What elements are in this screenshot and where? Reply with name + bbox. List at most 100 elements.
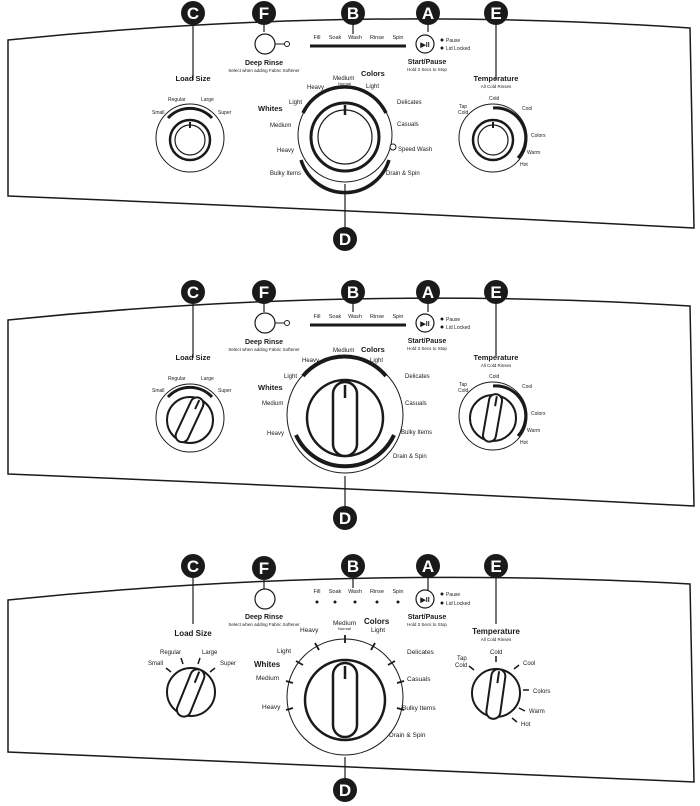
svg-text:Tap: Tap	[457, 656, 467, 662]
svg-text:Super: Super	[220, 661, 236, 667]
panel-outline	[7, 297, 695, 507]
callout-f: F	[252, 1, 276, 25]
svg-text:C: C	[187, 557, 199, 576]
deep-rinse-sublabel: Select when adding Fabric Softener	[228, 347, 300, 352]
cycle-arc-bottom	[299, 159, 391, 195]
svg-text:Soak: Soak	[329, 314, 342, 320]
load-size-knob-handle	[174, 396, 205, 444]
status-lights: Fill Soak Wash Rinse Spin	[313, 589, 404, 604]
svg-text:Small: Small	[148, 661, 163, 667]
start-pause-button[interactable]	[415, 34, 435, 54]
svg-text:Start/Pause: Start/Pause	[408, 614, 447, 621]
svg-text:Pause: Pause	[446, 592, 460, 598]
svg-text:Fill: Fill	[313, 314, 320, 320]
callout-a: A	[416, 1, 440, 25]
callout-a: A	[416, 554, 440, 578]
cycle-knob-handle	[331, 661, 359, 739]
svg-text:Cool: Cool	[522, 384, 532, 390]
svg-text:All Cold Rinses: All Cold Rinses	[481, 637, 512, 642]
svg-text:Light: Light	[370, 358, 383, 364]
svg-text:A: A	[422, 557, 434, 576]
panel-version-3: C F B A E D Deep Rinse Select when addin…	[7, 554, 695, 802]
status-dot-wash	[353, 600, 357, 604]
cycle-speed-wash: Speed Wash	[398, 147, 432, 153]
svg-text:Wash: Wash	[348, 314, 362, 320]
deep-rinse-button[interactable]	[254, 33, 276, 55]
svg-text:Drain & Spin: Drain & Spin	[393, 454, 427, 460]
svg-text:Light: Light	[371, 627, 385, 634]
svg-text:F: F	[259, 283, 269, 302]
svg-text:Normal: Normal	[338, 353, 351, 358]
svg-text:Heavy: Heavy	[302, 358, 319, 364]
status-soak: Soak	[329, 35, 342, 41]
svg-text:Hot: Hot	[521, 722, 531, 728]
speed-wash-dot	[389, 143, 397, 151]
callout-f: F	[252, 556, 276, 580]
load-size-arc	[166, 106, 214, 120]
status-wash: Wash	[348, 35, 362, 41]
svg-text:Colors: Colors	[531, 411, 546, 417]
temp-tap-cold-1: Tap	[459, 104, 467, 110]
callout-c: C	[181, 554, 205, 578]
temp-colors: Colors	[531, 133, 546, 139]
svg-text:Warm: Warm	[529, 709, 545, 715]
svg-text:Delicates: Delicates	[405, 374, 430, 380]
svg-text:Cold: Cold	[490, 650, 502, 656]
panel-version-2: C F B A E D Deep Rinse Select when addin…	[7, 280, 695, 530]
callout-e: E	[484, 1, 508, 25]
svg-text:Cool: Cool	[523, 661, 535, 667]
deep-rinse-sublabel: Select when adding Fabric Softener	[228, 68, 300, 73]
svg-text:Hold 3 Secs to Stop: Hold 3 Secs to Stop	[407, 622, 447, 627]
svg-text:Cold: Cold	[458, 388, 469, 394]
svg-text:Heavy: Heavy	[262, 704, 281, 711]
callout-c: C	[181, 1, 205, 25]
svg-text:Bulky Items: Bulky Items	[401, 430, 432, 436]
svg-text:E: E	[490, 283, 501, 302]
load-size-large: Large	[201, 97, 214, 103]
cycle-light-colors: Light	[366, 84, 379, 90]
deep-rinse-button[interactable]	[254, 588, 276, 610]
status-dot-fill	[315, 600, 319, 604]
svg-text:Warm: Warm	[527, 428, 540, 434]
start-pause-sublabel: Hold 3 Secs to Stop	[407, 67, 447, 72]
load-size-label: Load Size	[175, 74, 210, 83]
cycle-drain-spin: Drain & Spin	[386, 171, 420, 177]
svg-text:Hot: Hot	[520, 440, 528, 446]
start-pause-button[interactable]	[415, 313, 435, 333]
svg-text:Normal: Normal	[338, 626, 351, 631]
cycle-group-colors: Colors	[361, 69, 385, 78]
cycle-medium-whites: Medium	[270, 123, 291, 129]
svg-text:D: D	[339, 509, 351, 528]
svg-text:Small: Small	[152, 388, 165, 394]
svg-text:All Cold Rinses: All Cold Rinses	[481, 363, 512, 368]
callout-d: D	[333, 506, 357, 530]
callout-c: C	[181, 280, 205, 304]
svg-text:Medium: Medium	[333, 348, 354, 354]
status-lights: Fill Soak Wash Rinse Spin	[310, 35, 406, 48]
cycle-normal: Normal	[338, 81, 351, 86]
svg-text:Medium: Medium	[256, 675, 279, 682]
svg-text:C: C	[187, 4, 199, 23]
deep-rinse-label: Deep Rinse	[245, 60, 283, 67]
cycle-knob-handle	[331, 380, 359, 458]
svg-text:E: E	[490, 4, 501, 23]
svg-text:Fill: Fill	[313, 589, 320, 595]
deep-rinse-button[interactable]	[254, 312, 276, 334]
cycle-arc-bottom	[294, 434, 396, 469]
svg-text:Casuals: Casuals	[407, 676, 431, 683]
load-size-label: Load Size	[175, 353, 210, 362]
temp-tap-cold-2: Cold	[458, 110, 469, 116]
temperature-label: Temperature	[472, 627, 520, 636]
cycle-medium: Medium	[333, 76, 354, 82]
callout-b: B	[341, 280, 365, 304]
callout-b: B	[341, 554, 365, 578]
svg-text:Spin: Spin	[392, 314, 403, 320]
start-pause-button[interactable]	[415, 589, 435, 609]
svg-text:Heavy: Heavy	[300, 627, 319, 634]
svg-text:Colors: Colors	[533, 689, 550, 695]
load-size-label: Load Size	[174, 629, 212, 638]
temp-warm: Warm	[527, 150, 540, 156]
svg-text:Drain & Spin: Drain & Spin	[389, 732, 426, 739]
panel-outline	[7, 576, 695, 783]
svg-text:F: F	[259, 559, 269, 578]
